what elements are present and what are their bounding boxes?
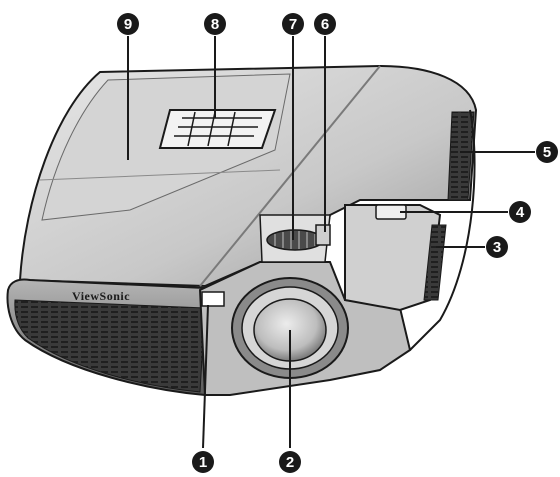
svg-text:2: 2: [286, 454, 294, 471]
ir-receiver: [201, 291, 225, 307]
svg-text:1: 1: [199, 454, 207, 471]
front-vent-grill: [14, 299, 206, 393]
svg-text:6: 6: [321, 16, 329, 33]
callout-3: 3: [486, 236, 508, 258]
focus-ring-tab: [315, 224, 331, 246]
leader-lines: [127, 36, 535, 449]
svg-text:3: 3: [493, 239, 501, 256]
svg-text:4: 4: [516, 204, 525, 221]
side-vent-lower: [423, 224, 447, 301]
callout-4: 4: [509, 201, 531, 223]
svg-text:9: 9: [124, 16, 132, 33]
svg-text:7: 7: [289, 16, 297, 33]
callout-9: 9: [117, 13, 139, 35]
callout-5: 5: [536, 141, 558, 163]
callout-7: 7: [282, 13, 304, 35]
svg-text:8: 8: [211, 16, 219, 33]
top-vent: [158, 109, 277, 149]
brand-logo: ViewSonic: [72, 289, 130, 303]
callout-8: 8: [204, 13, 226, 35]
zoom-ring: [266, 229, 324, 251]
callout-6: 6: [314, 13, 336, 35]
callout-1: 1: [192, 451, 214, 473]
callout-2: 2: [279, 451, 301, 473]
side-vent-upper: [447, 111, 475, 201]
svg-text:5: 5: [543, 144, 551, 161]
